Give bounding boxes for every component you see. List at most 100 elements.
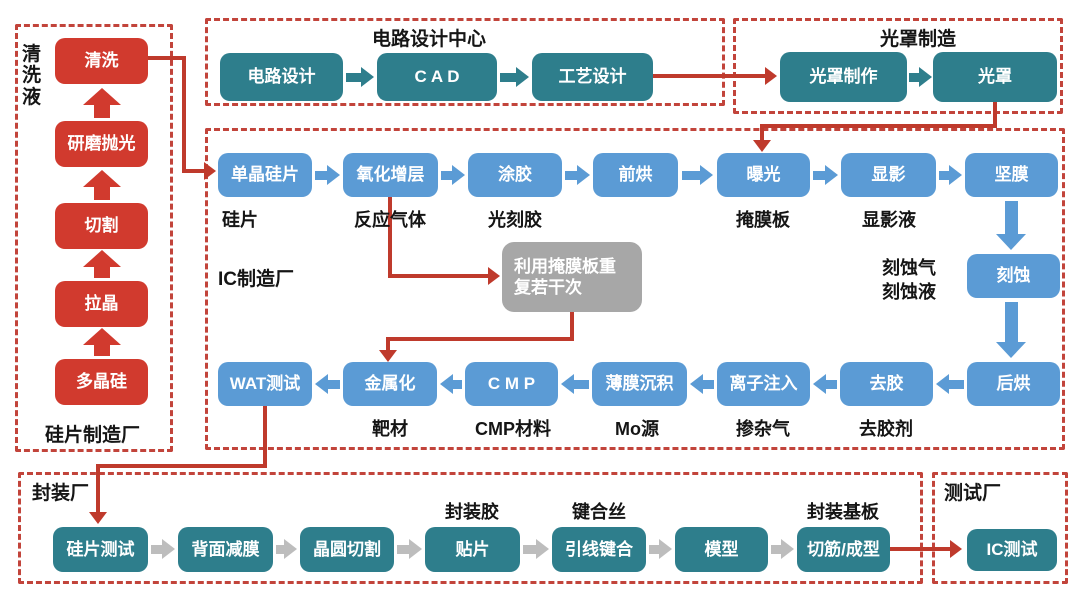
step-molding: 模型	[675, 527, 768, 572]
step-metallization: 金属化	[343, 362, 437, 406]
step-circuit-design: 电路设计	[220, 53, 343, 101]
region-design-center	[205, 18, 725, 106]
flow-arrow-left-icon	[561, 373, 589, 395]
flow-arrow-left-icon	[690, 373, 714, 395]
note-mo-source: Mo源	[615, 419, 659, 439]
flow-arrow-right-icon	[523, 538, 549, 560]
note-stripper: 去胶剂	[859, 419, 913, 439]
step-process-design: 工艺设计	[532, 53, 653, 101]
note-target-material: 靶材	[372, 419, 408, 439]
label-ic-fab: IC制造厂	[218, 269, 295, 290]
flow-arrow-right-icon	[441, 164, 465, 186]
flow-arrow-up-icon	[83, 170, 121, 200]
label-packaging: 封装厂	[32, 483, 90, 504]
region-test-fab	[932, 472, 1068, 584]
step-strip-resist: 去胶	[840, 362, 933, 406]
region-packaging	[18, 472, 923, 584]
label-cleaning-liquid: 清洗液	[22, 44, 42, 108]
step-mask: 光罩	[933, 52, 1057, 102]
step-polysilicon: 多晶硅	[55, 359, 148, 405]
label-wafer-fab: 硅片制造厂	[45, 425, 141, 446]
step-hard-bake: 坚膜	[965, 153, 1058, 197]
note-developer: 显影液	[862, 210, 916, 230]
connector-line	[993, 102, 997, 128]
flow-arrow-right-icon	[565, 164, 590, 186]
flow-arrow-left-icon	[315, 373, 340, 395]
flow-arrow-up-icon	[83, 328, 121, 356]
step-ion-implant: 离子注入	[717, 362, 810, 406]
flow-arrow-up-icon	[83, 250, 121, 278]
flow-arrow-right-icon	[813, 164, 838, 186]
arrowhead-down-icon	[379, 350, 397, 362]
flow-arrow-right-icon	[276, 538, 297, 560]
step-crystal-pulling: 拉晶	[55, 281, 148, 327]
note-package-substrate: 封装基板	[807, 502, 879, 522]
connector-line	[386, 337, 390, 352]
step-coat-resist: 涂胶	[468, 153, 562, 197]
arrowhead-right-icon	[950, 540, 962, 558]
step-etch: 刻蚀	[967, 254, 1060, 298]
step-mask-making: 光罩制作	[780, 52, 907, 102]
connector-line	[388, 274, 490, 278]
flow-arrow-right-icon	[151, 538, 175, 560]
note-bonding-wire: 键合丝	[572, 502, 626, 522]
label-test-fab: 测试厂	[944, 483, 1002, 504]
arrowhead-down-icon	[89, 512, 107, 524]
step-post-bake: 后烘	[967, 362, 1060, 406]
flow-arrow-right-icon	[500, 65, 529, 89]
connector-line	[388, 197, 392, 278]
note-reaction-gas: 反应气体	[354, 210, 426, 230]
note-mask-plate: 掩膜板	[736, 210, 790, 230]
flow-arrow-right-icon	[771, 538, 794, 560]
note-encapsulant: 封装胶	[445, 502, 499, 522]
step-thin-film-deposition: 薄膜沉积	[592, 362, 687, 406]
region-wafer-fab	[15, 24, 173, 452]
step-trim-form: 切筋/成型	[797, 527, 890, 572]
connector-line	[96, 464, 100, 514]
step-exposure: 曝光	[717, 153, 810, 197]
arrowhead-right-icon	[204, 162, 216, 180]
flow-arrow-right-icon	[682, 164, 713, 186]
label-mask-fab: 光罩制造	[880, 29, 957, 50]
connector-line	[386, 337, 574, 341]
note-dopant-gas: 掺杂气	[736, 419, 790, 439]
step-back-grinding: 背面减膜	[178, 527, 273, 572]
step-wafer-test: 硅片测试	[53, 527, 148, 572]
flow-arrow-right-icon	[649, 538, 672, 560]
flow-arrow-right-icon	[939, 164, 962, 186]
note-wafer: 硅片	[222, 210, 258, 230]
step-wafer-dicing: 晶圆切割	[300, 527, 394, 572]
step-cad: C A D	[377, 53, 497, 101]
region-mask-fab	[733, 18, 1063, 114]
flow-arrow-right-icon	[315, 164, 340, 186]
step-grinding-polishing: 研磨抛光	[55, 121, 148, 167]
connector-line	[760, 124, 764, 142]
arrowhead-down-icon	[753, 140, 771, 152]
connector-line	[570, 312, 574, 341]
arrowhead-right-icon	[765, 67, 777, 85]
step-wire-bonding: 引线键合	[552, 527, 646, 572]
connector-line	[96, 464, 267, 468]
connector-line	[148, 56, 186, 60]
step-cmp: C M P	[465, 362, 558, 406]
flow-arrow-right-icon	[346, 65, 374, 89]
connector-line	[263, 406, 267, 468]
step-slicing: 切割	[55, 203, 148, 249]
flow-arrow-right-icon	[909, 65, 932, 89]
flow-arrow-down-icon	[994, 302, 1028, 358]
step-pre-bake: 前烘	[593, 153, 678, 197]
flow-arrow-left-icon	[440, 373, 462, 395]
label-design-center: 电路设计中心	[372, 29, 487, 50]
step-die-attach: 贴片	[425, 527, 520, 572]
note-cmp-material: CMP材料	[475, 419, 551, 439]
step-oxidation: 氧化增层	[343, 153, 438, 197]
step-cleaning: 清洗	[55, 38, 148, 84]
step-develop: 显影	[841, 153, 936, 197]
note-etch-liquid: 刻蚀液	[882, 282, 936, 302]
step-ic-test: IC测试	[967, 529, 1057, 571]
repeat-with-mask-box: 利用掩膜板重复若干次	[502, 242, 642, 312]
flow-arrow-right-icon	[397, 538, 422, 560]
connector-line	[760, 124, 997, 128]
note-photoresist: 光刻胶	[488, 210, 542, 230]
